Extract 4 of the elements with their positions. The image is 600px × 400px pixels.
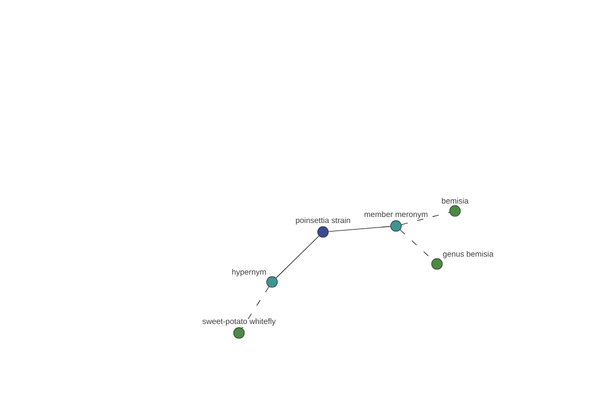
- connector-line: [276, 236, 320, 278]
- connector-line: [401, 212, 450, 225]
- connector-line: [328, 226, 391, 232]
- connector-line: [242, 286, 270, 328]
